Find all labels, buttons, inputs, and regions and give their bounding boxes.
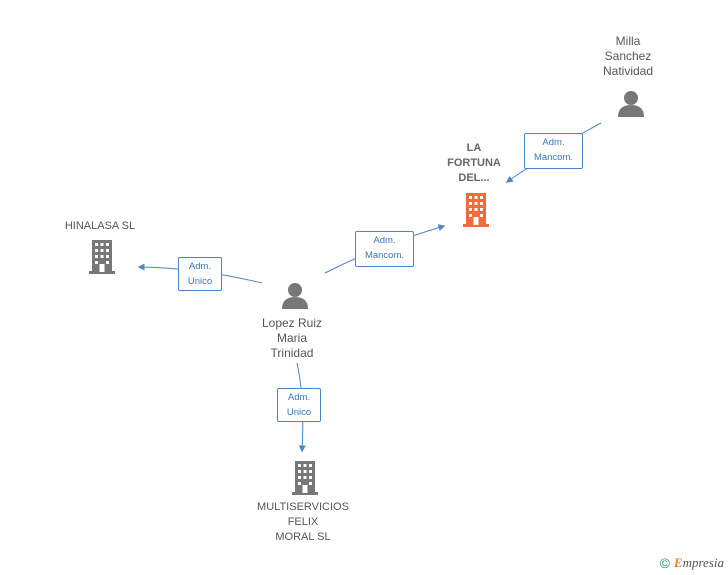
building-icon[interactable] — [461, 193, 491, 227]
person-icon[interactable] — [282, 283, 308, 309]
person-icon[interactable] — [618, 91, 644, 117]
edge-label-milla-fortuna: Adm. Mancom. — [524, 133, 583, 169]
node-label-la-fortuna[interactable]: LA FORTUNA DEL... — [447, 142, 501, 184]
brand-footer: © Empresia — [660, 555, 724, 571]
edge-label-lopez-fortuna: Adm. Mancom. — [355, 231, 414, 267]
building-icon[interactable] — [89, 240, 115, 274]
edge-label-lopez-hinalasa: Adm. Unico — [178, 257, 222, 291]
copyright-icon: © — [659, 555, 670, 571]
brand-name: mpresia — [682, 555, 724, 570]
node-label-hinalasa[interactable]: HINALASA SL — [64, 220, 136, 232]
node-label-milla[interactable]: Milla Sanchez Natividad — [602, 34, 654, 78]
node-label-multiservicios[interactable]: MULTISERVICIOS FELIX MORAL SL — [257, 501, 349, 543]
node-label-lopez[interactable]: Lopez Ruiz Maria Trinidad — [261, 316, 323, 360]
building-icon[interactable] — [292, 461, 318, 495]
brand-logo[interactable]: Empresia — [674, 555, 724, 571]
edge-label-lopez-multiservicios: Adm. Unico — [277, 388, 321, 422]
brand-initial: E — [673, 555, 683, 570]
